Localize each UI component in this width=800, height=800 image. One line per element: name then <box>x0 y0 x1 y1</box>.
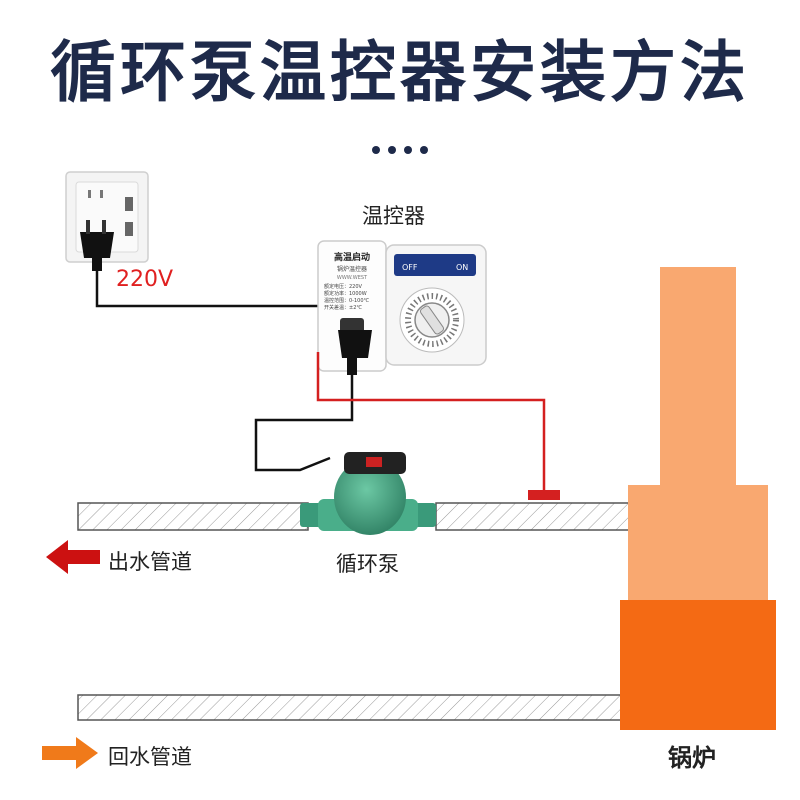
arrow-left-icon <box>46 540 100 574</box>
sensor-wire <box>316 352 546 493</box>
power-cord <box>95 270 330 308</box>
power-plug-icon <box>80 220 114 271</box>
boiler-label: 锅炉 <box>668 744 716 772</box>
pump-label: 循环泵 <box>336 552 399 576</box>
outlet-pipe <box>77 502 631 531</box>
thermostat-spec-line: 开关差温：±2℃ <box>324 304 362 311</box>
thermostat-spec-line: 额定功率：1000W <box>324 290 367 297</box>
title-divider-dots <box>372 146 432 156</box>
circulation-pump <box>300 452 436 535</box>
thermostat-subheading: 锅炉温控器 <box>337 265 367 273</box>
power-plug-icon <box>338 330 372 375</box>
thermostat-heading: 高温启动 <box>334 251 370 263</box>
on-label: ON <box>456 263 468 272</box>
return-pipe <box>77 694 623 721</box>
temperature-sensor <box>528 490 560 500</box>
thermostat-device: OFF ON 高温启动 锅炉温控器 WWW.WEST 额定电压：220V额定功率… <box>317 240 487 372</box>
arrow-right-icon <box>42 737 98 769</box>
voltage-label: 220V <box>116 267 174 292</box>
thermostat-spec-line: 温控范围：0-100℃ <box>324 297 370 304</box>
page-title: 循环泵温控器安装方法 <box>50 34 750 111</box>
thermostat-label: 温控器 <box>362 204 425 228</box>
boiler <box>620 267 776 730</box>
outlet-pipe-label: 出水管道 <box>108 550 192 574</box>
off-label: OFF <box>402 263 418 272</box>
thermostat-knob-icon <box>414 302 450 338</box>
return-pipe-label: 回水管道 <box>108 745 192 769</box>
pump-power-wire <box>254 375 354 472</box>
thermostat-url: WWW.WEST <box>337 275 368 281</box>
thermostat-spec-line: 额定电压：220V <box>324 283 363 290</box>
